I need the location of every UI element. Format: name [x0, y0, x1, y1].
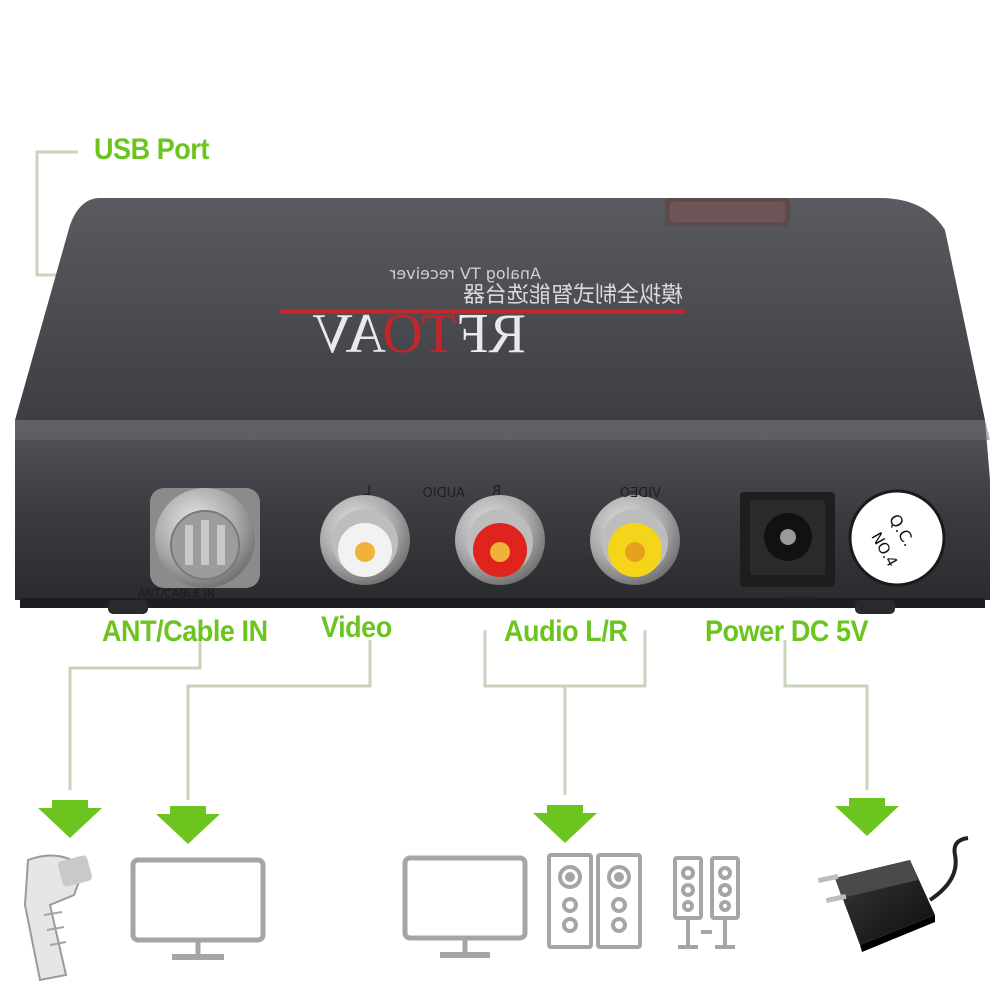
ant-cable-in-callout: ANT/Cable IN: [102, 615, 268, 648]
dc-label: DC/5V: [781, 595, 816, 608]
power-dc-callout: Power DC 5V: [705, 615, 869, 648]
port-label-group: AUDIO L R VIDEO DC/5V: [363, 484, 816, 608]
monitor-icon: [402, 855, 528, 958]
qc-sticker: Q.C. NO.4: [848, 489, 946, 587]
subtitle-cn: 模拟全制式智能选台器: [463, 283, 683, 308]
arrow-down-icon: [38, 800, 102, 838]
left-label: L: [363, 484, 371, 499]
rca-white-port: [320, 495, 410, 585]
audio-lr-callout: Audio L/R: [504, 615, 628, 648]
ant-port-label: ANT/CABLE IN: [138, 587, 215, 600]
speakers-icon: [547, 853, 642, 949]
monitor-icon: [130, 857, 266, 960]
callout-guide-lines: [35, 150, 869, 800]
rca-yellow-port: [590, 495, 680, 585]
video-port-label: VIDEO: [620, 486, 661, 501]
audio-label: AUDIO: [423, 486, 466, 501]
brand-underline: [280, 309, 685, 314]
usb-port-callout: USB Port: [94, 133, 209, 166]
brand-rf: RF: [458, 303, 527, 365]
arrow-down-icon: [533, 805, 597, 843]
ant-cable-in-port: ANT/CABLE IN: [138, 488, 260, 600]
subtitle-en: Analog TV receiver: [389, 264, 541, 283]
speakers-icon: [673, 856, 740, 949]
arrow-down-icon: [835, 798, 899, 836]
arrow-down-icon: [156, 806, 220, 844]
dc-power-jack: [740, 492, 835, 587]
brand-av: AV: [312, 303, 386, 365]
power-adapter-icon: [817, 836, 969, 952]
coax-plug-icon: [23, 854, 92, 982]
right-label: R: [492, 484, 501, 499]
brand-to: TO: [382, 303, 456, 365]
rca-red-port: [455, 495, 545, 585]
brand-print: RF TO AV 模拟全制式智能选台器 Analog TV receiver: [312, 264, 683, 365]
video-callout: Video: [321, 611, 392, 644]
